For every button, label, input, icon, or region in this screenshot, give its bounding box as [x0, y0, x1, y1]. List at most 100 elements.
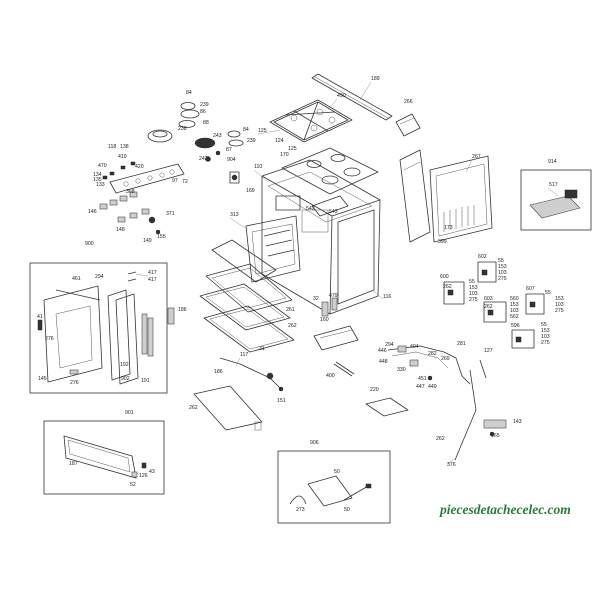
part-number-label: 189: [371, 76, 380, 82]
part-number-label: 117: [240, 352, 248, 358]
sensor-group-596: [511, 329, 535, 349]
part-number-label: 134: [93, 172, 102, 178]
knob-switch-parts: [102, 161, 136, 180]
part-number-label: 906: [310, 440, 319, 446]
injector-part: [205, 150, 221, 162]
part-number-label: 281: [457, 341, 466, 347]
part-number-label: 116: [383, 294, 391, 300]
burner-wok-part: [194, 137, 216, 149]
hinge-kit-part: [529, 189, 581, 219]
watermark-text: piecesdetachecelec.com: [439, 502, 571, 517]
part-number-label: 41: [37, 314, 43, 320]
part-number-label: 562: [510, 314, 519, 320]
part-number-label: 165: [491, 433, 500, 439]
part-number-label: 170: [280, 152, 289, 158]
baking-tray-part: [203, 305, 295, 353]
part-number-label: 603: [484, 296, 493, 302]
part-number-label: 148: [116, 227, 125, 233]
part-number-label: 103: [469, 291, 478, 297]
sensor-group-602: [477, 261, 497, 283]
top-rail-part: [311, 73, 393, 121]
part-number-label: 160: [320, 317, 329, 323]
part-number-label: 84: [186, 90, 192, 96]
part-number-label: 269: [441, 356, 450, 362]
part-number-label: 600: [440, 274, 449, 280]
part-number-label: 145: [38, 376, 47, 382]
part-number-label: 368: [126, 189, 135, 195]
part-number-label: 607: [526, 286, 535, 292]
part-number-label: 72: [182, 179, 188, 185]
part-number-label: 262: [288, 323, 297, 329]
part-number-label: 55: [541, 322, 547, 328]
group-box-901: [43, 420, 165, 495]
part-number-label: 261: [286, 307, 295, 313]
part-number-label: 149: [143, 238, 152, 244]
part-number-label: 143: [513, 419, 522, 425]
part-number-label: 262: [436, 436, 445, 442]
burner-crown-large-part: [147, 129, 173, 143]
part-number-label: 282: [428, 351, 437, 357]
part-number-label: 55: [469, 279, 475, 285]
oven-inner-frame-part: [245, 215, 301, 283]
part-number-label: 294: [95, 274, 104, 280]
part-number-label: 88: [203, 120, 209, 126]
part-number-label: 479: [329, 293, 338, 299]
part-number-label: 276: [70, 380, 79, 386]
part-number-label: 31: [259, 346, 265, 352]
drip-tray-part: [205, 239, 293, 313]
part-number-label: 126: [139, 473, 148, 479]
part-number-label: 470: [98, 163, 107, 169]
part-number-label: 275: [469, 297, 478, 303]
control-panel-part: [109, 163, 185, 194]
part-number-label: 127: [484, 348, 493, 354]
part-number-label: 84: [243, 127, 249, 133]
part-number-label: 313: [230, 212, 239, 218]
part-number-label: 50: [344, 507, 350, 513]
door-bracket-parts: [37, 319, 79, 375]
rotisserie-kit-part: [289, 475, 372, 507]
part-number-label: 262: [189, 405, 198, 411]
part-number-label: 273: [296, 507, 305, 513]
part-number-label: 490: [337, 93, 346, 99]
part-number-label: 86: [200, 109, 206, 115]
part-number-label: 404: [410, 344, 419, 350]
door-inner-glass-part: [107, 289, 139, 385]
part-number-label: 417: [148, 270, 157, 276]
part-number-label: 50: [334, 469, 340, 475]
part-number-label: 904: [227, 157, 236, 163]
part-number-label: 153: [469, 285, 478, 291]
vent-plate-part: [395, 113, 421, 137]
part-number-label: 560: [510, 296, 519, 302]
door-hinge-part: [141, 313, 154, 357]
part-number-label: 517: [549, 182, 558, 188]
part-number-label: 153: [541, 328, 550, 334]
part-number-label: 55: [545, 290, 551, 296]
part-number-label: 275: [498, 276, 507, 282]
part-number-label: 146: [88, 209, 97, 215]
sensor-group-603: [483, 301, 507, 323]
part-number-label: 275: [541, 340, 550, 346]
grate-part: [269, 99, 353, 143]
part-number-label: 446: [378, 348, 387, 354]
part-number-label: 103: [510, 308, 519, 314]
door-clip-parts: [127, 271, 137, 282]
side-rail-part: [167, 307, 175, 325]
part-number-label: 399: [438, 239, 447, 245]
part-number-label: 153: [555, 296, 564, 302]
part-number-label: 267: [472, 154, 481, 160]
part-number-label: 448: [379, 359, 388, 365]
drawer-front-part: [63, 435, 137, 479]
door-glass-outer-part: [43, 285, 103, 383]
part-number-label: 103: [555, 302, 564, 308]
part-number-label: 900: [85, 241, 94, 247]
part-number-label: 262: [443, 284, 452, 290]
part-number-label: 243: [213, 133, 222, 139]
part-number-label: 169: [246, 188, 255, 194]
wire-rack-part: [199, 283, 291, 331]
grill-element-part: [313, 325, 359, 351]
part-number-label: 901: [125, 410, 134, 416]
part-number-label: 118: [108, 144, 116, 150]
part-number-label: 124: [275, 138, 284, 144]
part-number-label: 220: [370, 387, 379, 393]
